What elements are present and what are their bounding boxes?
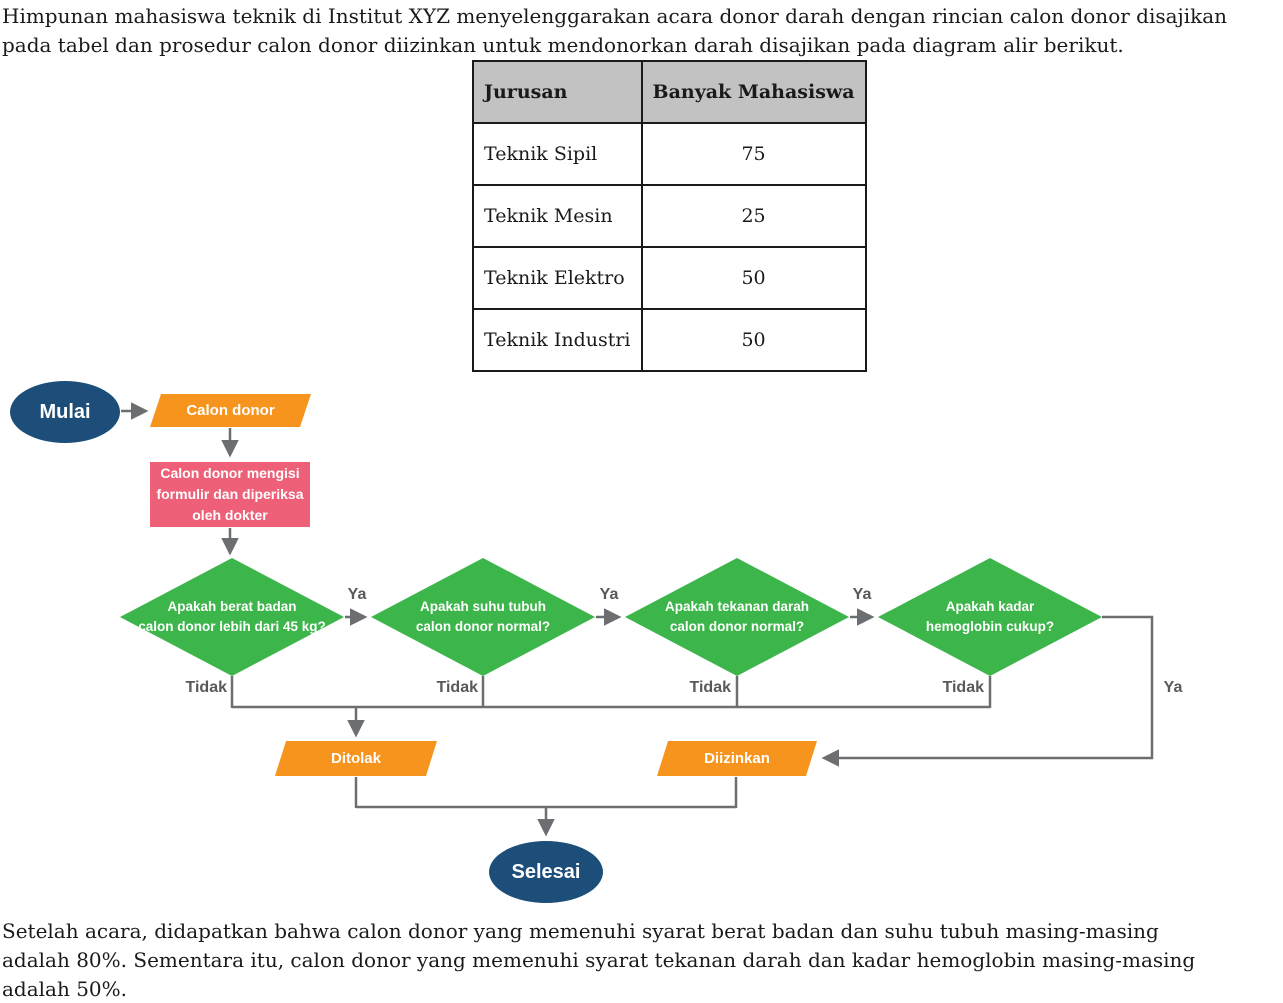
no-label: Tidak (436, 679, 479, 696)
rejected-node: Ditolak (275, 741, 437, 776)
table-header-banyak-mahasiswa: Banyak Mahasiswa (640, 60, 867, 124)
table-cell-count: 50 (640, 246, 867, 310)
end-node: Selesai (489, 841, 603, 903)
intro-paragraph: Himpunan mahasiswa teknik di Institut XY… (2, 4, 1228, 57)
closing-paragraph: Setelah acara, didapatkan bahwa calon do… (2, 919, 1196, 1001)
table-row: Teknik Sipil 75 (472, 122, 867, 186)
decision-label: Apakah kadar hemoglobin cukup? (925, 598, 1055, 634)
approved-node-label: Diizinkan (704, 750, 770, 767)
table-row: Teknik Industri 50 (472, 308, 867, 372)
approved-node: Diizinkan (657, 741, 817, 776)
yes-label: Ya (1163, 679, 1183, 696)
table-cell-count: 50 (640, 308, 867, 372)
parallelogram-shape (150, 394, 311, 427)
input-node-label: Calon donor (186, 402, 275, 419)
input-node: Calon donor (150, 394, 311, 427)
yes-label: Ya (347, 586, 367, 603)
decision-node-hemoglobin: Apakah kadar hemoglobin cukup? (878, 558, 1102, 676)
table-row: Teknik Mesin 25 (472, 184, 867, 248)
table-header-row: Jurusan Banyak Mahasiswa (472, 60, 867, 124)
table-cell-jurusan: Teknik Mesin (472, 184, 643, 248)
table-header-jurusan: Jurusan (472, 60, 643, 124)
no-label: Tidak (942, 679, 985, 696)
donor-table: Jurusan Banyak Mahasiswa Teknik Sipil 75… (472, 60, 867, 372)
table-cell-jurusan: Teknik Sipil (472, 122, 643, 186)
decision-label: Apakah tekanan darah calon donor normal? (664, 598, 810, 634)
decision-label: Apakah suhu tubuh calon donor normal? (415, 598, 551, 634)
parallelogram-shape (657, 741, 817, 776)
process-node: Calon donor mengisi formulir dan diperik… (150, 462, 310, 527)
table-cell-jurusan: Teknik Industri (472, 308, 643, 372)
no-label: Tidak (185, 679, 228, 696)
decision-node-suhu-tubuh: Apakah suhu tubuh calon donor normal? (371, 558, 595, 676)
table-row: Teknik Elektro 50 (472, 246, 867, 310)
yes-label: Ya (852, 586, 872, 603)
decision-node-berat-badan: Apakah berat badan calon donor lebih dar… (120, 558, 344, 676)
table-cell-count: 25 (640, 184, 867, 248)
table-cell-count: 75 (640, 122, 867, 186)
decision-label: Apakah berat badan calon donor lebih dar… (138, 598, 326, 634)
yes-label: Ya (599, 586, 619, 603)
no-label: Tidak (689, 679, 732, 696)
start-node: Mulai (10, 381, 120, 443)
rejected-node-label: Ditolak (330, 750, 381, 767)
decision-node-tekanan-darah: Apakah tekanan darah calon donor normal? (625, 558, 849, 676)
parallelogram-shape (275, 741, 437, 776)
table-cell-jurusan: Teknik Elektro (472, 246, 643, 310)
